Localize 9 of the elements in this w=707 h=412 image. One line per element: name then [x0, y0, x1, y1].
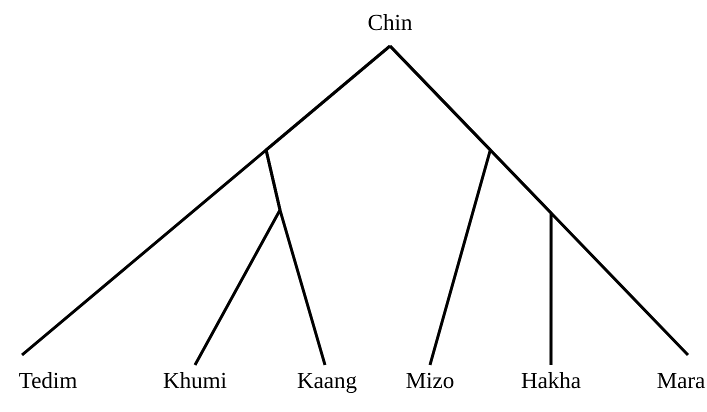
leaf-label: Tedim: [18, 368, 78, 394]
tree-branch: [388, 44, 690, 356]
leaf-label: Khumi: [163, 368, 227, 394]
tree-branch: [264, 44, 391, 366]
leaf-label: Mara: [656, 368, 706, 394]
root-label: Chin: [368, 10, 412, 36]
leaf-label: Hakha: [520, 368, 582, 394]
leaf-label: Mizo: [406, 368, 454, 394]
leaf-label: Kaang: [296, 368, 358, 394]
